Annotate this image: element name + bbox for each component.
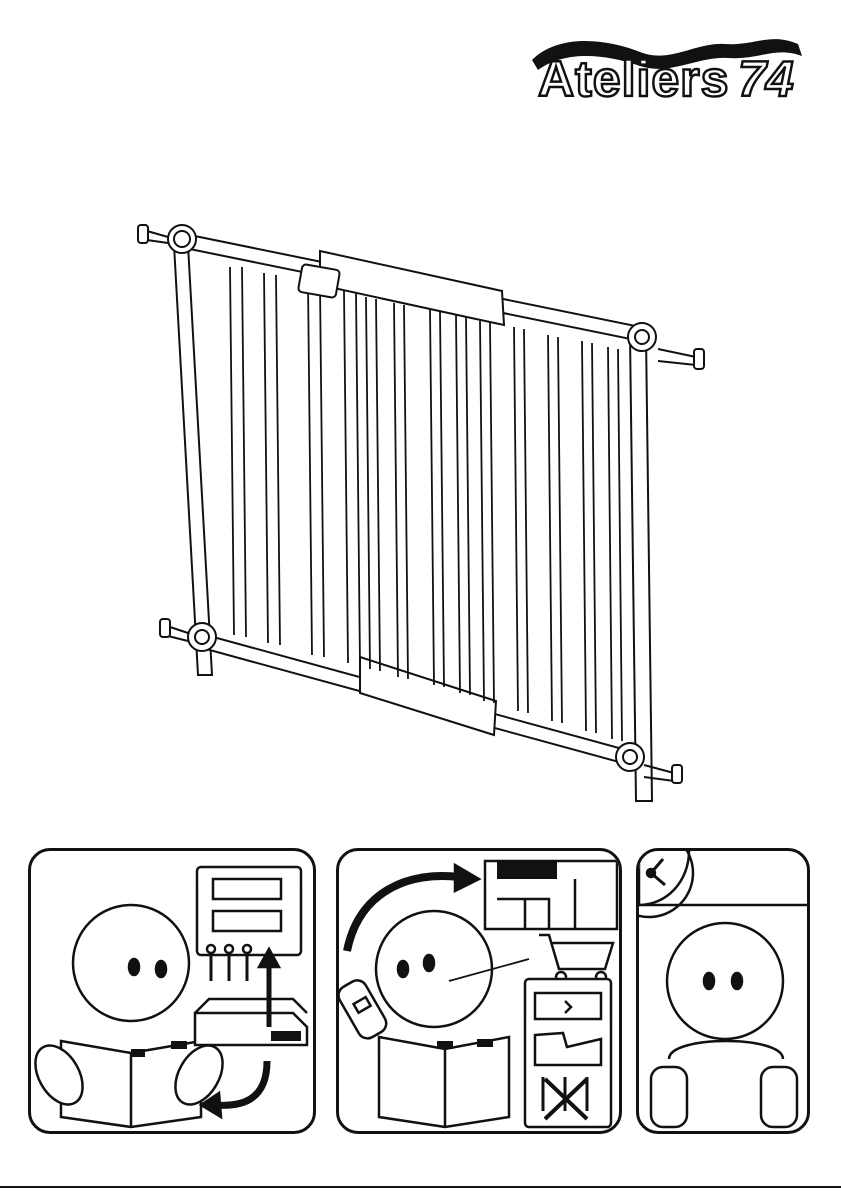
panel-damaged-parts	[336, 848, 622, 1134]
gate-drawing	[130, 205, 730, 805]
gate-right-post	[630, 335, 652, 801]
brand-logo-graphic: Ateliers 74	[520, 22, 820, 112]
panel-read-instructions	[28, 848, 316, 1134]
brand-logo: Ateliers 74	[520, 22, 820, 112]
take-your-time-icon	[639, 851, 807, 1131]
gate-left-post	[174, 245, 212, 675]
damaged-parts-return-to-store-icon	[339, 851, 619, 1131]
logo-wordmark: Ateliers	[538, 51, 729, 107]
gate-illustration	[130, 205, 730, 805]
panel-take-your-time	[636, 848, 810, 1134]
read-instructions-check-contents-icon	[31, 851, 313, 1131]
gate-extension-top	[320, 251, 504, 325]
gate-handle-lock	[298, 264, 340, 298]
logo-number: 74	[738, 51, 794, 107]
page-bottom-rule	[0, 1186, 841, 1188]
